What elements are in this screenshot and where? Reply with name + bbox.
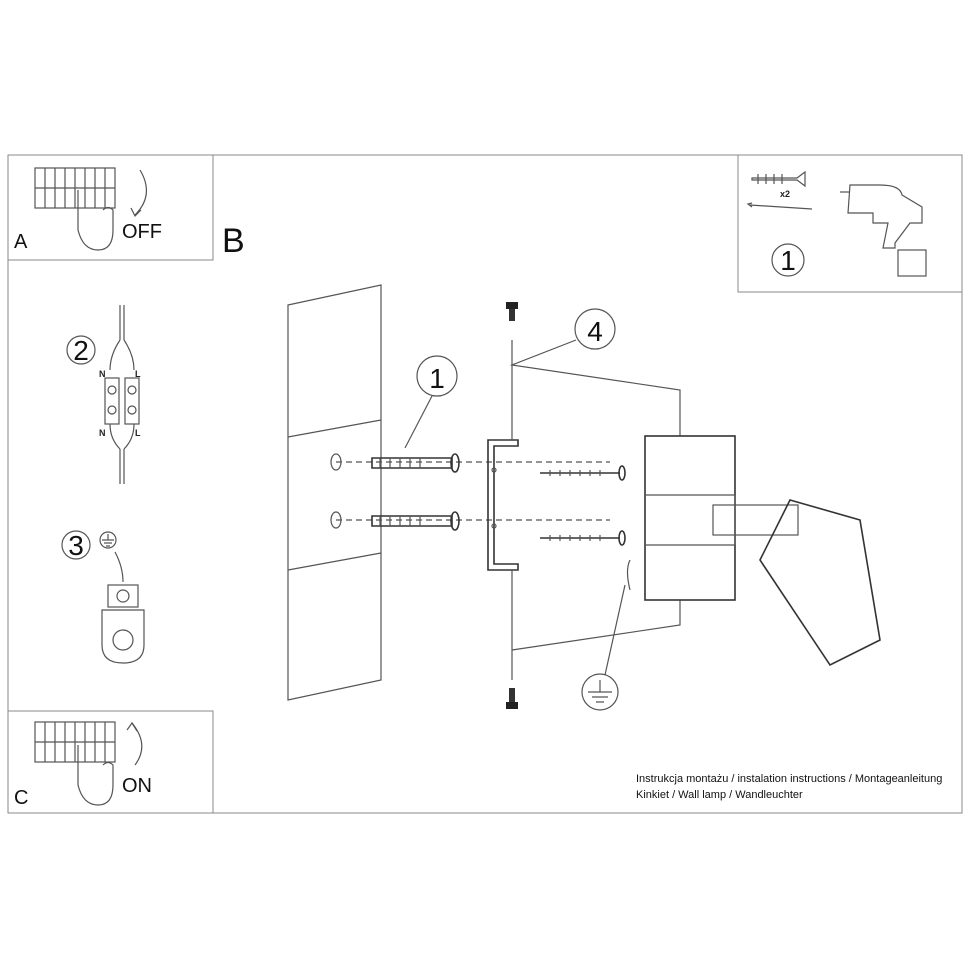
lamp-shade <box>759 499 881 667</box>
terminal-label-l-bottom: L <box>135 428 141 438</box>
terminal-label-n-bottom: N <box>99 428 106 438</box>
product-type: Kinkiet / Wall lamp / Wandleuchter <box>636 789 803 801</box>
wall-illustration <box>287 284 382 701</box>
terminal-block-illustration <box>104 305 140 484</box>
step-2-number: 2 <box>73 335 89 366</box>
breaker-on-illustration <box>34 721 143 806</box>
panel-a-letter: A <box>14 231 28 253</box>
drill-icon <box>840 184 927 277</box>
terminal-label-l-top: L <box>135 369 141 379</box>
arrow-down-icon <box>134 169 147 216</box>
wall-plugs <box>371 453 460 531</box>
panel-b-letter: B <box>222 222 245 260</box>
ground-symbol-icon <box>99 531 117 549</box>
step-1-number: 1 <box>780 245 796 276</box>
outer-frame <box>7 154 963 814</box>
earth-symbol-icon <box>581 584 626 711</box>
panel-c-letter: C <box>14 787 28 809</box>
tools-frame <box>737 155 962 293</box>
panel-a-frame <box>8 155 214 261</box>
step-3-number: 3 <box>68 530 84 561</box>
panel-c-label: ON <box>122 775 152 797</box>
terminal-label-n-top: N <box>99 369 106 379</box>
panel-c-frame <box>8 710 214 813</box>
dowel-step-number: 1 <box>429 363 445 394</box>
ground-terminal-illustration <box>101 551 145 664</box>
screws <box>540 465 626 546</box>
mounting-bracket <box>487 439 519 571</box>
bracket-leader-lines <box>509 339 681 651</box>
bolts <box>506 302 518 709</box>
breaker-off-illustration <box>34 167 147 251</box>
arrow-up-icon <box>131 722 143 766</box>
bracket-step-number: 4 <box>587 316 603 347</box>
instructions-title: Instrukcja montażu / instalation instruc… <box>636 773 942 785</box>
panel-a-label: OFF <box>122 221 162 243</box>
dowel-leader-line <box>404 395 433 449</box>
quantity-label: x2 <box>780 189 790 199</box>
dowel-and-screw-icon <box>746 170 813 210</box>
wall-holes <box>330 453 610 529</box>
lamp-body <box>626 435 881 667</box>
